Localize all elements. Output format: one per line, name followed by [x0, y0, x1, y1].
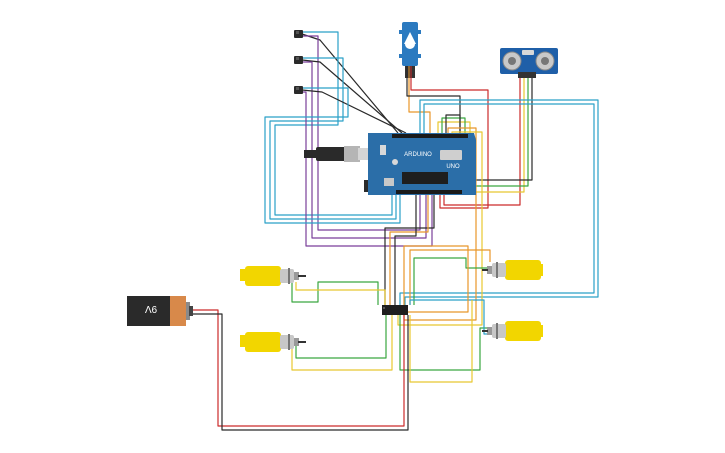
wires: [192, 31, 599, 431]
wire-blue-right-1: [404, 99, 599, 305]
arduino-brand-label: ARDUINO: [404, 152, 432, 158]
wire-motor-rt-b: [413, 257, 490, 305]
wire-motor-rt-a: [409, 249, 491, 305]
dc-motor-right-bottom: [482, 321, 543, 341]
wire-ir1-signal: [301, 33, 399, 134]
wire-battery-pos: [192, 309, 405, 427]
battery-label: 9V: [145, 303, 158, 314]
arduino-uno: ARDUINO UNO: [304, 133, 476, 195]
wire-motor-rb-a: [399, 315, 490, 371]
wire-motor-rb-b: [409, 299, 490, 335]
wire-ir2-gnd: [269, 57, 397, 220]
battery-9v: 9V: [127, 296, 193, 326]
dc-motor-left-top: [240, 266, 306, 286]
wire-servo-gnd: [406, 78, 461, 133]
ir-sensor-2: [294, 56, 303, 64]
wire-motor-lt-b: [295, 282, 386, 305]
wire-ir3-vcc: [302, 91, 433, 247]
wire-orange-loop: [402, 245, 469, 313]
arduino-model-label: UNO: [446, 164, 460, 170]
ir-sensor-1: [294, 30, 303, 38]
wire-motor-lb-b: [295, 315, 387, 359]
dc-motor-right-top: [482, 260, 543, 280]
wire-yellow-loop: [409, 300, 473, 383]
motor-driver-ic: [382, 305, 408, 315]
wire-driver-2: [397, 131, 483, 326]
dc-motor-left-bottom: [240, 332, 306, 352]
wire-driver-3: [384, 195, 435, 305]
wire-servo-vcc: [410, 78, 489, 209]
wire-ir2-vcc: [302, 61, 427, 239]
wire-ir2-signal: [301, 59, 403, 134]
wire-battery-neg: [192, 313, 409, 431]
wire-motor-lt-a: [291, 281, 379, 305]
wire-ir1-gnd: [274, 31, 393, 216]
wire-blue-right-2: [399, 103, 595, 305]
wire-driver-5: [394, 195, 417, 305]
ultrasonic-sensor: [500, 48, 558, 78]
wire-ir3-signal: [301, 89, 407, 134]
wire-ir1-vcc: [302, 35, 421, 231]
wire-motor-lb-a: [291, 315, 393, 371]
servo-motor: [399, 22, 421, 78]
wire-ir3-gnd: [264, 87, 401, 224]
ir-sensor-3: [294, 86, 303, 94]
wire-driver-4: [389, 195, 429, 305]
